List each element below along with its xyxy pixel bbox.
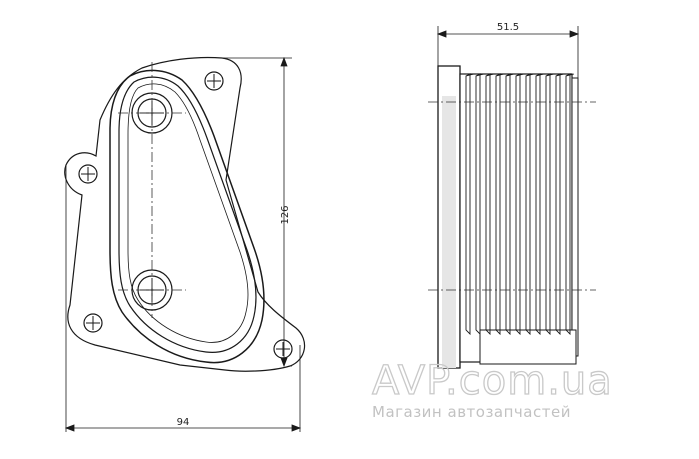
gasket-middle <box>118 76 257 353</box>
cooler-fin-cap <box>545 73 555 77</box>
dimension-height-label: 126 <box>280 205 291 224</box>
cooler-fin-cap <box>555 73 565 77</box>
side-center-lines <box>428 101 596 291</box>
dimension-depth-label: 51.5 <box>497 22 519 33</box>
cooler-fin <box>545 73 551 336</box>
bolt-hole-top-right <box>204 71 224 91</box>
cooler-fin-cap <box>485 73 495 77</box>
cooler-fin-cap <box>565 73 575 77</box>
dimension-width <box>64 165 302 432</box>
flange-outline <box>64 56 306 372</box>
cooler-fin <box>495 73 501 336</box>
cooler-fin-cap <box>535 73 545 77</box>
cooler-end-cap <box>571 77 579 357</box>
cooler-fin <box>485 73 491 336</box>
outlet-nozzle <box>479 329 577 365</box>
gasket-outer <box>109 69 265 364</box>
watermark-tagline: Магазин автозапчастей <box>372 403 571 421</box>
cooler-fin <box>535 73 541 336</box>
dimension-depth <box>436 26 580 78</box>
gasket-inner <box>127 83 249 343</box>
cooler-fin <box>465 73 471 336</box>
cooler-fin <box>555 73 561 336</box>
cooler-fins <box>465 73 575 336</box>
center-lines <box>118 62 186 318</box>
cooler-fin-cap <box>515 73 525 77</box>
cooler-fin-cap <box>465 73 475 77</box>
cooler-fin <box>515 73 521 336</box>
cooler-fin <box>505 73 511 336</box>
center-marks <box>81 74 290 356</box>
dimension-width-label: 94 <box>177 417 190 428</box>
cooler-fin-cap <box>495 73 505 77</box>
side-flange-hatch <box>442 96 456 368</box>
front-view <box>64 56 306 372</box>
watermark-brand: AVP.com.ua <box>372 358 613 404</box>
cooler-fin <box>525 73 531 336</box>
bolt-hole-bottom-left <box>83 313 103 333</box>
cooler-fin <box>565 73 571 336</box>
dimension-height <box>222 56 292 368</box>
side-view <box>437 65 579 369</box>
cooler-fin-cap <box>505 73 515 77</box>
cooler-fin-cap <box>475 73 485 77</box>
bolt-hole-left <box>78 164 98 184</box>
cooler-fin <box>475 73 481 336</box>
cooler-fin-cap <box>525 73 535 77</box>
